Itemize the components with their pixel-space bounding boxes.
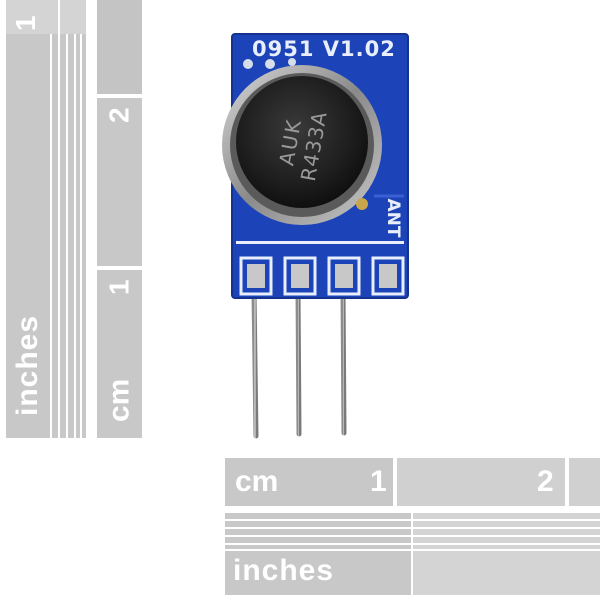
ruler-band — [397, 458, 565, 506]
ruler-vertical-inches: 1 inches — [6, 0, 86, 438]
ruler-tick — [58, 0, 60, 438]
pin-2 — [295, 289, 302, 437]
pcb-silkscreen-top: 0951 V1.02 — [252, 37, 396, 61]
pad-outline-1 — [239, 256, 273, 296]
ruler-tick — [66, 34, 68, 438]
ruler-divider — [393, 458, 397, 506]
ruler-unit-label: cm — [235, 465, 279, 498]
ruler-number: 2 — [103, 107, 135, 123]
ruler-unit-label: cm — [102, 378, 136, 422]
solder-pad-2 — [291, 264, 309, 288]
pad-outline-3 — [327, 256, 361, 296]
ruler-band — [97, 0, 142, 94]
ruler-divider — [97, 266, 142, 270]
pad-outline-4 — [371, 256, 405, 296]
solder-pad-3 — [335, 264, 353, 288]
ruler-vertical-cm: 2 1 cm — [97, 0, 142, 438]
ruler-unit-label: inches — [11, 314, 44, 416]
ruler-divider — [97, 94, 142, 98]
crystal-ground-lead — [356, 198, 368, 210]
ruler-number: 1 — [370, 465, 387, 498]
ruler-band — [569, 458, 600, 506]
ruler-number: 1 — [103, 279, 135, 295]
pad-outline-2 — [283, 256, 317, 296]
ruler-tick — [74, 34, 76, 438]
ruler-band — [225, 458, 393, 506]
ruler-band — [6, 0, 86, 34]
solder-pad-4 — [379, 264, 397, 288]
ruler-number: 2 — [537, 465, 554, 498]
pin-3 — [340, 289, 347, 436]
module-pads — [239, 256, 405, 296]
silkscreen-line — [236, 241, 404, 244]
ruler-band — [97, 270, 142, 438]
solder-pad-1 — [247, 264, 265, 288]
ruler-tick — [50, 34, 52, 438]
module-pins — [251, 289, 390, 439]
ruler-horizontal-inches: inches — [225, 513, 600, 595]
ruler-band — [411, 513, 600, 595]
pin-1 — [251, 289, 259, 439]
ruler-divider — [565, 458, 569, 506]
ruler-tick — [80, 34, 82, 438]
ruler-number: 1 — [10, 15, 41, 31]
ruler-unit-label: inches — [233, 554, 335, 587]
crystal-marking: AUK R433A — [256, 98, 349, 191]
ruler-band — [97, 98, 142, 266]
ruler-tick — [411, 513, 413, 595]
antenna-label: ANT — [383, 198, 403, 238]
ruler-horizontal-cm: cm 1 2 — [225, 458, 600, 506]
